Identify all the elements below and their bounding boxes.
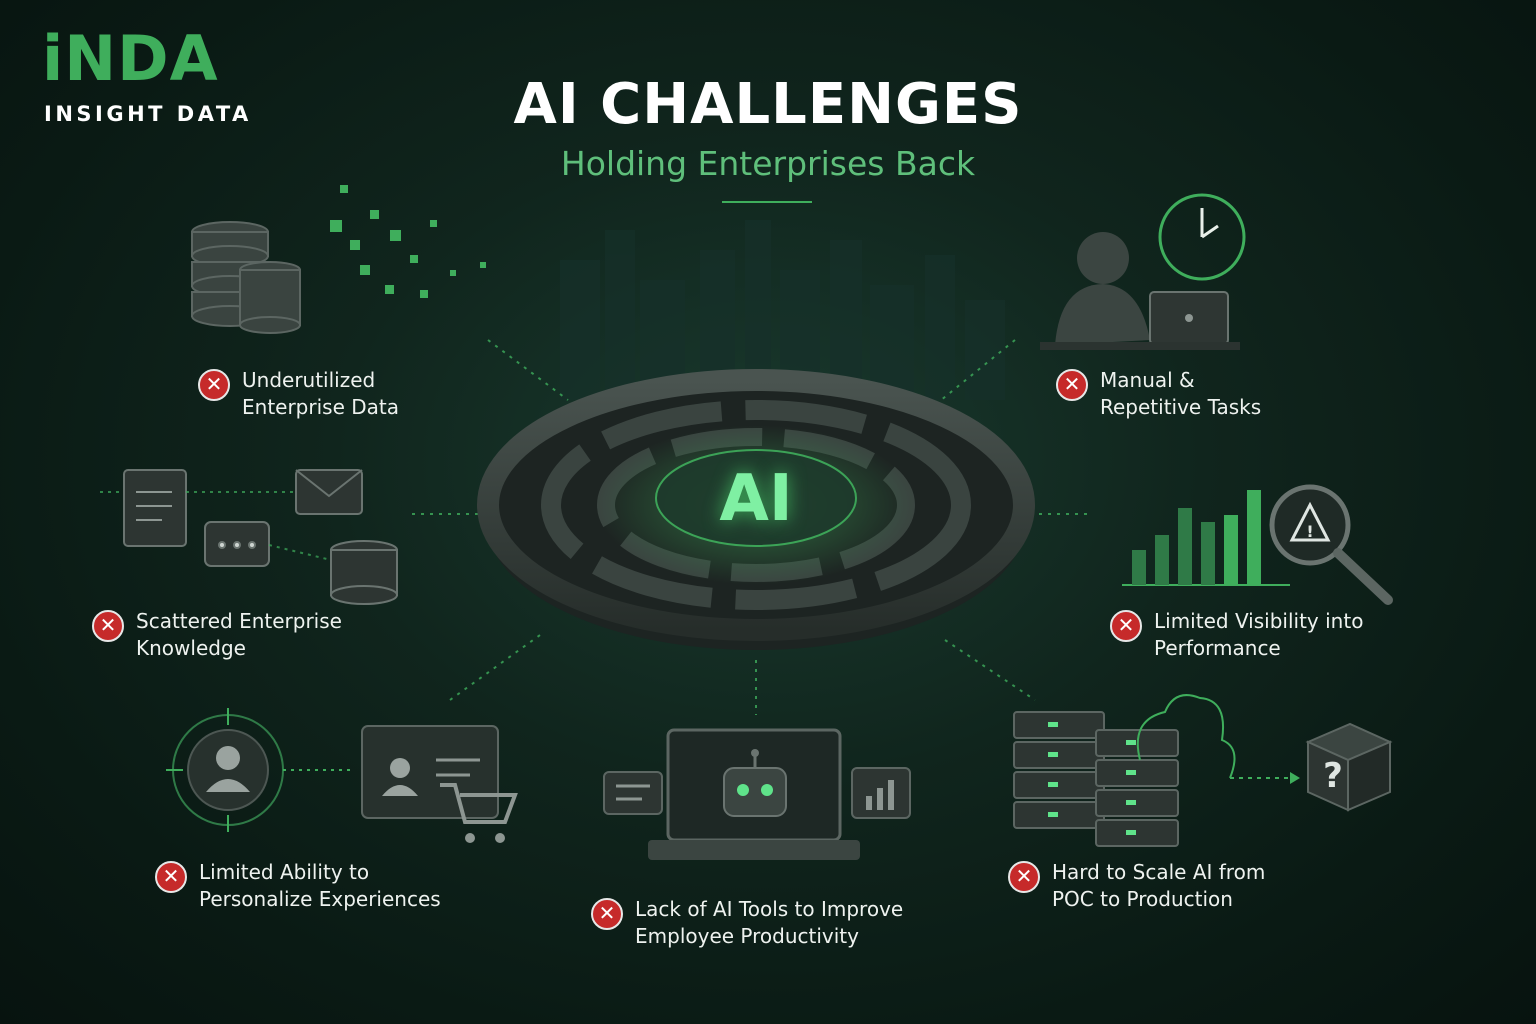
challenge-line: Lack of AI Tools to Improve — [635, 897, 904, 921]
challenge-line: Limited Ability to — [199, 860, 370, 884]
chart-magnifier-icon: ! — [1122, 484, 1393, 605]
challenge-ai-tools: ✕ Lack of AI Tools to Improve Employee P… — [591, 896, 903, 950]
challenge-line: Underutilized — [242, 368, 376, 392]
challenge-scattered-knowledge: ✕ Scattered Enterprise Knowledge — [92, 608, 342, 662]
challenge-label: Limited Ability to Personalize Experienc… — [199, 859, 441, 913]
challenge-line: Performance — [1154, 636, 1281, 660]
robot-laptop-icon — [603, 728, 911, 860]
maze-icon — [477, 369, 1035, 650]
error-x-icon: ✕ — [591, 898, 623, 930]
challenge-label: Lack of AI Tools to Improve Employee Pro… — [635, 896, 903, 950]
challenge-label: Underutilized Enterprise Data — [242, 367, 399, 421]
servers-cloud-icon — [1013, 694, 1393, 847]
challenge-line: Knowledge — [136, 636, 246, 660]
error-x-icon: ✕ — [1056, 369, 1088, 401]
svg-text:!: ! — [1306, 522, 1313, 541]
connector-lines — [412, 339, 1090, 715]
challenge-label: Limited Visibility into Performance — [1154, 608, 1363, 662]
error-x-icon: ✕ — [198, 369, 230, 401]
error-x-icon: ✕ — [1008, 861, 1040, 893]
challenge-line: POC to Production — [1052, 887, 1233, 911]
challenge-label: Manual & Repetitive Tasks — [1100, 367, 1261, 421]
question-mark-icon: ? — [1323, 756, 1343, 796]
challenge-manual-tasks: ✕ Manual & Repetitive Tasks — [1056, 367, 1261, 421]
challenge-line: Personalize Experiences — [199, 887, 441, 911]
error-x-icon: ✕ — [155, 861, 187, 893]
title-divider — [722, 201, 812, 203]
challenge-limited-visibility: ✕ Limited Visibility into Performance — [1110, 608, 1363, 662]
person-laptop-icon — [1040, 193, 1246, 350]
challenge-line: Manual & — [1100, 368, 1195, 392]
documents-icon — [123, 469, 398, 605]
challenge-line: Employee Productivity — [635, 924, 859, 948]
challenge-label: Scattered Enterprise Knowledge — [136, 608, 342, 662]
challenge-line: Repetitive Tasks — [1100, 395, 1262, 419]
error-x-icon: ✕ — [92, 610, 124, 642]
page-title: AI CHALLENGES — [513, 72, 1023, 137]
user-target-icon — [166, 708, 518, 843]
brand-tagline: INSIGHT DATA — [44, 102, 252, 126]
brand-logo: iNDA — [42, 22, 219, 95]
challenge-scale-ai: ✕ Hard to Scale AI from POC to Productio… — [1008, 859, 1265, 913]
database-icon — [191, 185, 486, 334]
error-x-icon: ✕ — [1110, 610, 1142, 642]
challenge-personalization: ✕ Limited Ability to Personalize Experie… — [155, 859, 441, 913]
challenge-line: Scattered Enterprise — [136, 609, 342, 633]
challenge-label: Hard to Scale AI from POC to Production — [1052, 859, 1265, 913]
challenge-line: Limited Visibility into — [1154, 609, 1364, 633]
ai-center-label: AI — [719, 462, 793, 536]
page-subtitle: Holding Enterprises Back — [560, 144, 976, 183]
challenge-underutilized-data: ✕ Underutilized Enterprise Data — [198, 367, 399, 421]
challenge-line: Enterprise Data — [242, 395, 399, 419]
challenge-line: Hard to Scale AI from — [1052, 860, 1266, 884]
